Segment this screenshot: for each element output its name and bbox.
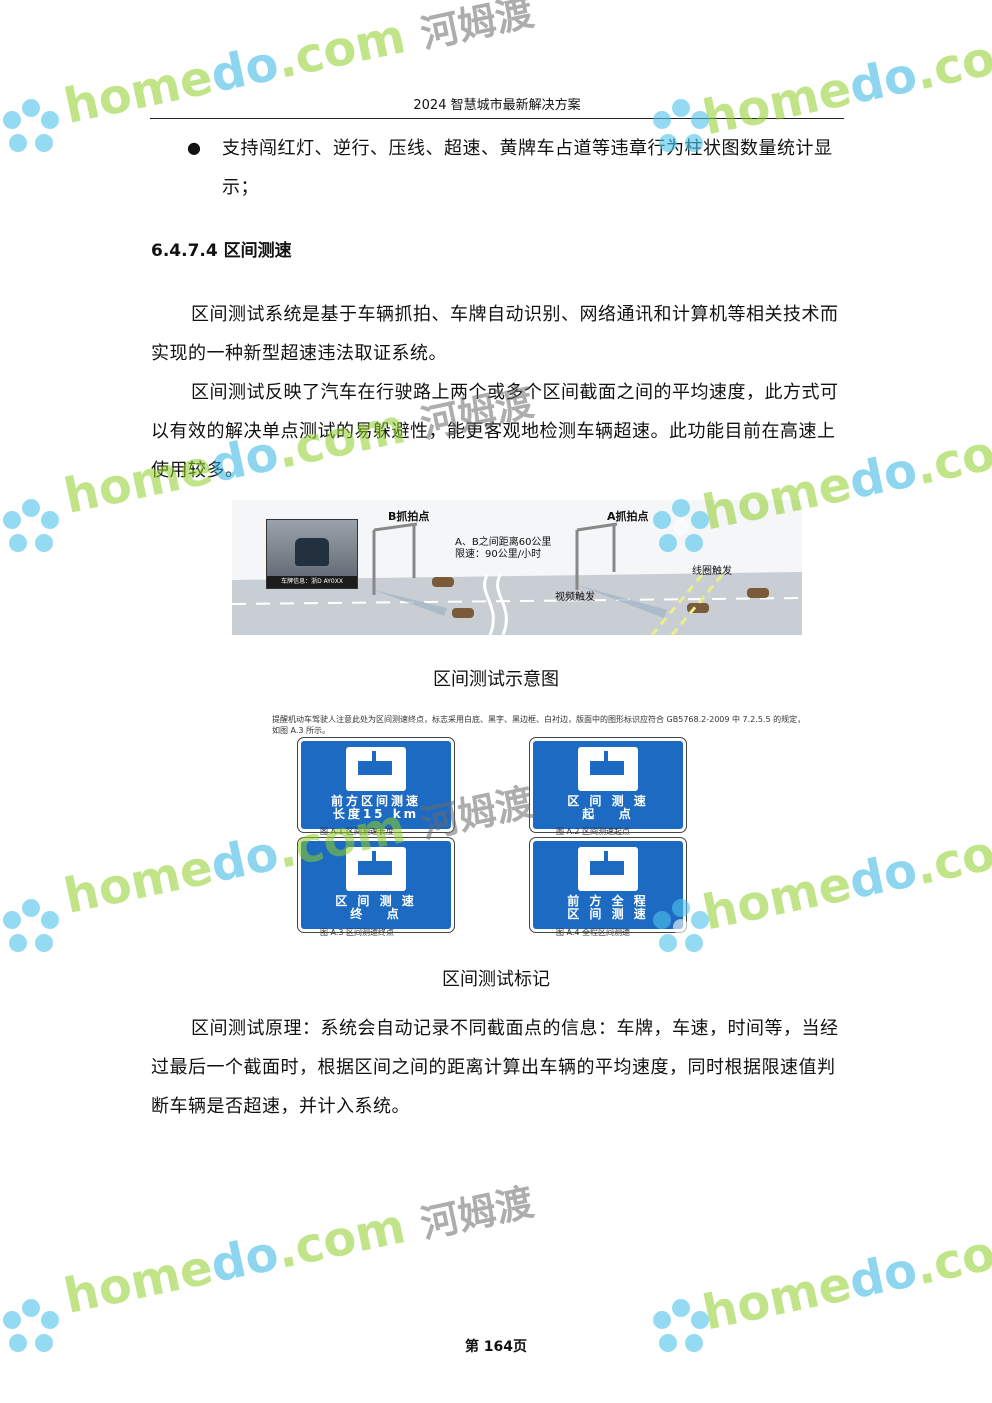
sign-section-length: 前方区间测速 长度15 km (297, 737, 455, 833)
sign-caption: 图 A.4 全程区间测速 (556, 928, 631, 937)
captured-car (295, 538, 329, 566)
video-trigger-label: 视频触发 (555, 592, 595, 603)
label-point-b: B抓拍点 (388, 510, 430, 523)
sign-text: 前 方 全 程 区 间 测 速 (567, 894, 649, 921)
watermark-logo: homedo.com (697, 814, 992, 942)
sign-section-start: 区 间 测 速 起 点 (529, 737, 687, 833)
paragraph-2: 区间测试反映了汽车在行驶路上两个或多个区间截面之间的平均速度，此方式可以有效的解… (151, 382, 839, 481)
flower-logo-icon (3, 899, 59, 952)
figure-2-caption: 区间测试标记 (442, 969, 550, 990)
sign-caption: 图 A.1 区间测速长度 (320, 827, 395, 836)
watermark-logo: homedo.com (697, 19, 992, 147)
sign-note: 提醒机动车驾驶人注意此处为区间测速终点，标志采用白底、黑字、黑边框、白衬边，版面… (272, 715, 806, 735)
distance-note: A、B之间距离60公里 (455, 537, 552, 548)
camera-icon (590, 851, 624, 875)
figure-1-caption: 区间测试示意图 (433, 669, 559, 690)
label-point-a: A抓拍点 (607, 510, 649, 523)
watermark-logo: homedo.com (697, 1214, 992, 1342)
bullet-text: 支持闯红灯、逆行、压线、超速、黄牌车占道等违章行为柱状图数量统计显示； (222, 138, 833, 198)
plate-capture-photo: 车牌信息：浙D AY0XX (266, 519, 358, 589)
sign-text: 区 间 测 速 起 点 (567, 794, 649, 821)
camera-icon (590, 751, 624, 775)
flower-logo-icon (653, 99, 709, 152)
flower-logo-icon (653, 1299, 709, 1352)
bullet-dot: ● (187, 138, 201, 157)
sign-caption: 图 A.2 区间测速起点 (556, 827, 631, 836)
plate-info: 车牌信息：浙D AY0XX (267, 576, 357, 588)
sign-section-end: 区 间 测 速 终 点 (297, 837, 455, 933)
paragraph-3: 区间测试原理：系统会自动记录不同截面点的信息：车牌，车速，时间等，当经过最后一个… (151, 1018, 839, 1117)
watermark-logo: homedo.com 河姆渡 (59, 1179, 538, 1326)
flower-logo-icon (653, 499, 709, 552)
paragraph-1: 区间测试系统是基于车辆抓拍、车牌自动识别、网络通讯和计算机等相关技术而实现的一种… (151, 304, 839, 364)
flower-logo-icon (3, 1299, 59, 1352)
camera-icon (358, 851, 392, 875)
flower-logo-icon (3, 99, 59, 152)
sign-text: 区 间 测 速 终 点 (335, 894, 417, 921)
page-header: 2024 智慧城市最新解决方案 (150, 96, 844, 119)
flower-logo-icon (3, 499, 59, 552)
section-heading: 6.4.7.4 区间测速 (151, 241, 292, 261)
camera-icon (358, 751, 392, 775)
sign-caption: 图 A.3 区间测速终点 (320, 928, 395, 937)
loop-trigger-label: 线圈触发 (692, 566, 732, 577)
speed-note: 限速：90公里/小时 (455, 549, 542, 560)
flower-logo-icon (653, 899, 709, 952)
sign-text: 前方区间测速 长度15 km (330, 794, 421, 821)
page-number: 第 164页 (464, 1339, 528, 1355)
